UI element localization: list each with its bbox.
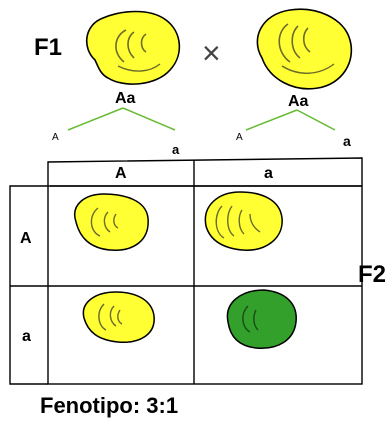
parent-right-genotype: Aa — [288, 93, 309, 110]
f1-label: F1 — [34, 34, 62, 61]
col-header-a-lower: a — [264, 165, 273, 182]
col-header-a-upper: A — [115, 165, 127, 182]
cell-aa-top-right-yellow-seed-icon — [204, 191, 283, 251]
cell-aa-yellow-seed-icon — [73, 193, 149, 251]
parent-right-allele-a-lower: a — [343, 133, 351, 149]
parent-right-branch — [245, 109, 336, 131]
row-header-a-lower: a — [22, 328, 31, 345]
parent-left-allele-a-upper: A — [52, 132, 59, 143]
parent-right-allele-a-upper: A — [236, 132, 243, 143]
row-header-a-upper: A — [20, 230, 32, 247]
f2-label: F2 — [358, 261, 386, 288]
cross-symbol: × — [202, 35, 221, 71]
cell-aa-green-seed-icon — [226, 289, 297, 349]
parent-left-branch — [67, 107, 176, 131]
parent-right-seed-icon — [256, 8, 353, 90]
phenotype-ratio: Fenotipo: 3:1 — [40, 393, 178, 418]
cell-aa-bottom-left-yellow-seed-icon — [82, 291, 155, 343]
parent-left-seed-icon — [86, 10, 181, 85]
parent-left-genotype: Aa — [115, 90, 136, 107]
parent-left-allele-a-lower: a — [172, 142, 180, 157]
punnett-grid — [9, 157, 363, 385]
